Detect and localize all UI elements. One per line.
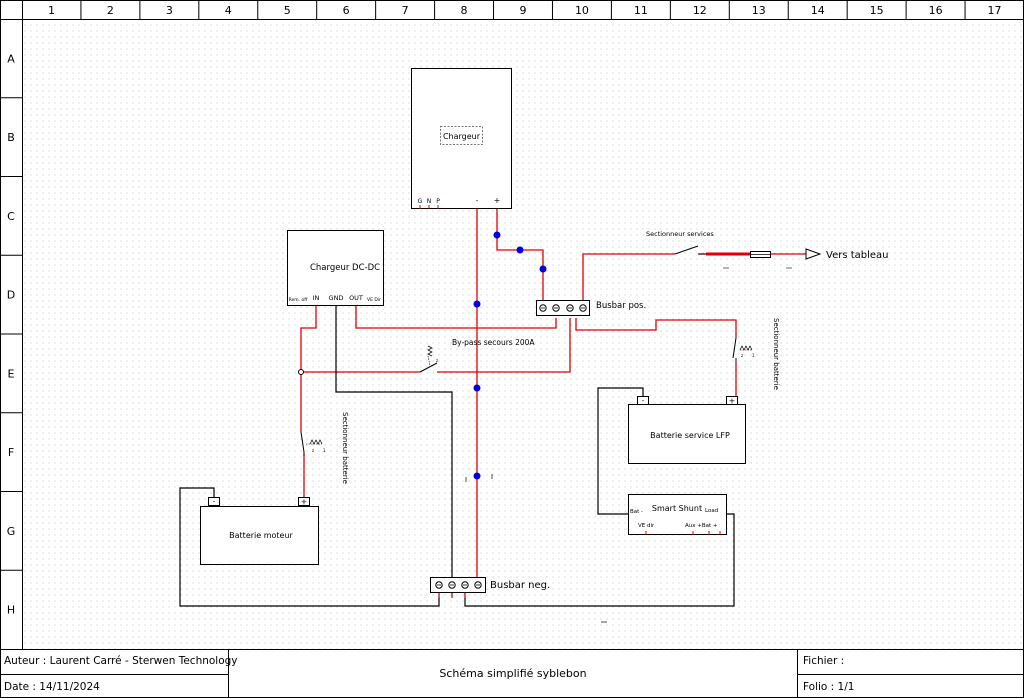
connection-point [298,369,304,375]
shunt-bat-neg: Bat - [630,509,643,515]
title-block-lines [0,649,1024,698]
smart-shunt: Smart Shunt Bat - Load VE dir Aux +Bat + [628,494,727,535]
junction-node [493,231,501,239]
row-label: C [7,210,15,223]
column-label: 12 [693,4,707,17]
sect-batt-service-label: Sectionneur batterie [772,318,780,390]
row-label: B [7,131,15,144]
junction-nodes [298,231,547,480]
row-label: D [7,289,15,302]
batt-moteur-pos: + [301,498,308,507]
junction-node [516,246,524,254]
column-label: 3 [166,4,173,17]
column-label: 13 [752,4,766,17]
junction-node [473,300,481,308]
column-label: 9 [520,4,527,17]
row-label: F [8,446,14,459]
busbar-pos-label: Busbar pos. [596,301,646,311]
chargeur-terminal-p: P [436,198,440,205]
column-label: 16 [929,4,943,17]
shunt-ve-dir: VE dir [638,523,655,529]
bypass-switch: z By-pass secours 200A [419,338,535,373]
sect-batt-moteur-label: Sectionneur batterie [341,412,349,484]
row-label: H [7,604,15,617]
column-label: 6 [343,4,350,17]
author-field: Auteur : Laurent Carré - Sterwen Technol… [4,655,238,667]
batterie-moteur: - + Batterie moteur [200,497,319,565]
shunt-aux-bat-pos: Aux +Bat + [685,523,718,529]
column-label: 14 [811,4,825,17]
sect-services-label: Sectionneur services [646,230,714,238]
shunt-label: Smart Shunt [652,504,702,513]
svg-text:z: z [741,353,743,358]
row-label: A [7,52,15,65]
svg-text:z: z [312,448,314,453]
sectionneur-batterie-service: z 1 Sectionneur batterie [732,318,780,390]
folio-field: Folio : 1/1 [803,681,855,693]
row-ruler: A B C D E F G H [0,52,22,617]
drawing-area [22,19,1024,649]
chargeur-label: Chargeur [443,132,481,141]
junction-node [473,472,481,480]
dcdc-terminal-rem-off: Rem. off [289,297,309,303]
svg-text:1: 1 [323,448,326,453]
batt-service-label: Batterie service LFP [650,431,730,440]
date-field: Date : 14/11/2024 [4,681,100,693]
column-label: 4 [225,4,232,17]
sectionneur-batterie-moteur: z 1 Sectionneur batterie [300,412,349,484]
chargeur-terminal-g: G [418,198,423,205]
chargeur-terminal-neg: - [476,197,479,205]
busbar-pos: Busbar pos. [536,300,646,316]
vers-tableau-label: Vers tableau [826,250,889,261]
chargeur-terminal-pos: + [494,196,501,205]
batt-service-pos: + [729,397,736,406]
stray-marks [465,474,607,623]
dcdc-label: Chargeur DC-DC [310,263,380,273]
wires-negative [179,305,735,607]
column-label: 5 [284,4,291,17]
svg-text:1: 1 [752,353,755,358]
row-label: G [7,525,16,538]
title-block: Auteur : Laurent Carré - Sterwen Technol… [0,649,1024,698]
bypass-label: By-pass secours 200A [452,338,535,347]
row-label: E [8,367,15,380]
column-label: 10 [575,4,589,17]
busbar-neg: Busbar neg. [430,577,550,593]
busbar-neg-label: Busbar neg. [490,580,550,591]
batt-service-neg: - [642,397,645,405]
dcdc-terminal-ve-dir: VE Dir [367,297,381,303]
shunt-load: Load [705,508,718,514]
column-label: 7 [402,4,409,17]
junction-node [473,384,481,392]
column-label: 11 [634,4,648,17]
column-label: 8 [461,4,468,17]
chargeur: Chargeur G N P - + [411,68,512,209]
dcdc-terminal-gnd: GND [329,294,344,302]
batt-moteur-label: Batterie moteur [229,531,293,540]
vers-tableau: Vers tableau [805,248,889,261]
column-label: 2 [107,4,114,17]
column-label: 15 [870,4,884,17]
sectionneur-services: Sectionneur services [646,230,792,269]
chargeur-dc-dc: Chargeur DC-DC Rem. off IN GND OUT VE Di… [287,230,384,306]
diagram-title: Schéma simplifié syblebon [439,667,587,680]
batterie-service: - + Batterie service LFP [628,396,746,464]
svg-text:z: z [436,358,438,363]
file-field: Fichier : [803,655,845,667]
junction-node [539,265,547,273]
dcdc-terminal-out: OUT [349,294,363,302]
column-label: 1 [48,4,55,17]
column-label: 17 [988,4,1002,17]
batt-moteur-neg: - [213,498,216,506]
chargeur-terminal-n: N [427,198,432,205]
dcdc-terminal-in: IN [313,294,320,302]
